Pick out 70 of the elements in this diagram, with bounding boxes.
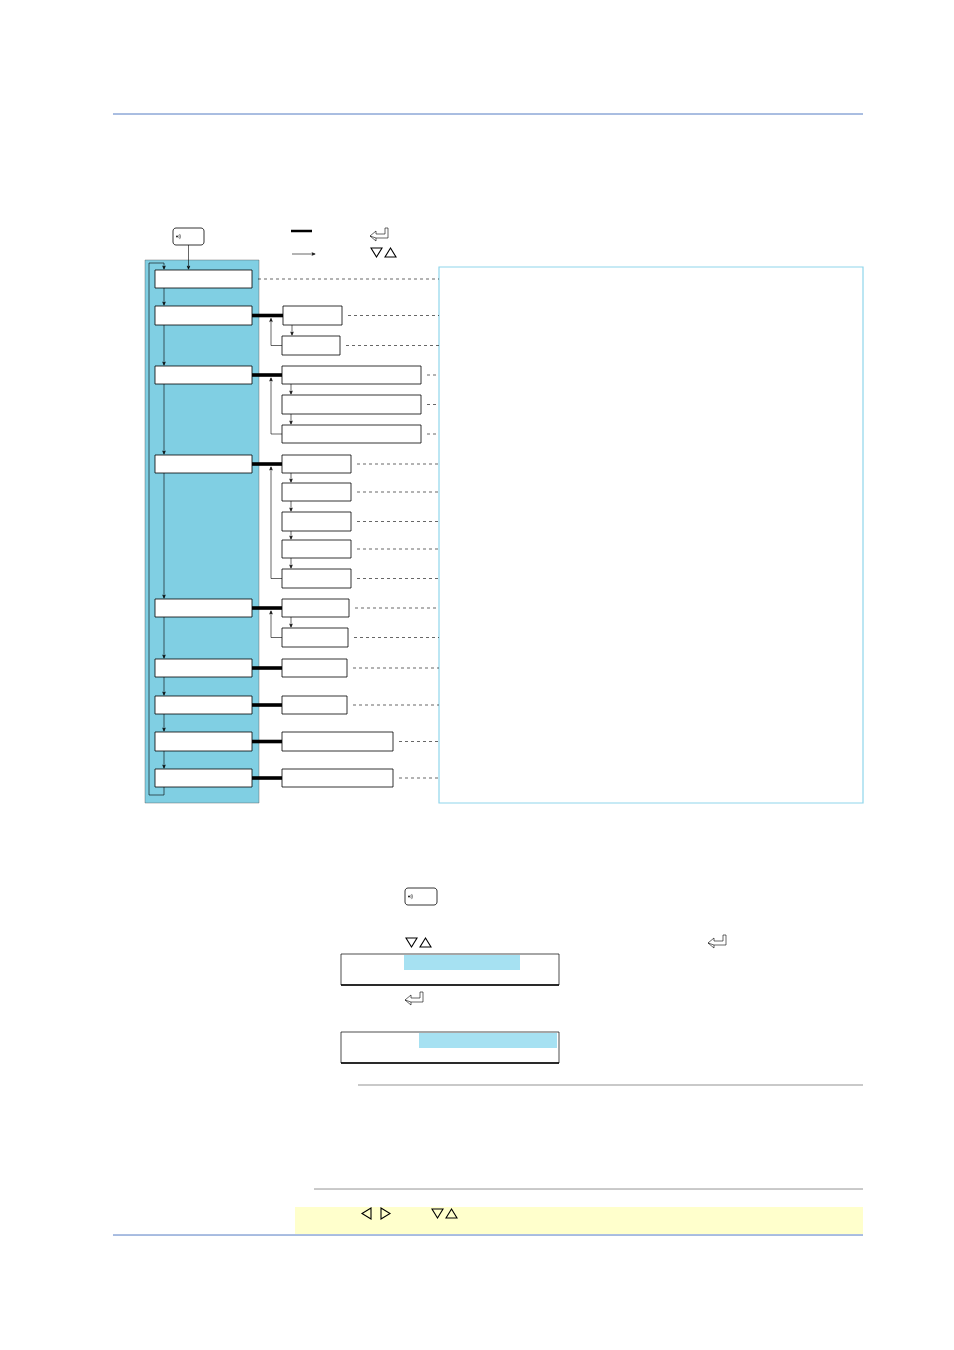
menu-box — [154, 269, 253, 289]
menu-box — [281, 598, 350, 618]
menu-box — [281, 394, 422, 415]
menu-box — [281, 695, 348, 715]
menu-box — [154, 598, 253, 618]
menu-box — [154, 731, 253, 752]
return-arrow — [269, 318, 283, 346]
menu-box — [281, 511, 352, 532]
menu-box — [281, 768, 394, 788]
menu-box — [154, 768, 253, 788]
arrow — [289, 616, 293, 628]
arrow — [162, 676, 166, 696]
menu-box — [281, 335, 341, 356]
arrow — [162, 713, 166, 732]
menu-box — [154, 454, 253, 474]
arrow — [162, 324, 166, 366]
arrow — [289, 530, 293, 540]
connector-line — [252, 666, 282, 670]
return-arrow — [269, 466, 283, 579]
leader-line — [353, 637, 440, 638]
arrow — [289, 413, 293, 425]
leader-line — [356, 521, 440, 522]
arrow — [162, 616, 166, 659]
connector-line — [252, 776, 282, 780]
connector-line — [252, 739, 282, 744]
loop-arrow — [148, 262, 166, 796]
arrow — [162, 472, 166, 599]
menu-box — [281, 454, 352, 474]
leader-line — [398, 777, 440, 779]
arrow — [162, 383, 166, 455]
connector-line — [252, 373, 282, 377]
arrow — [186, 244, 191, 270]
leader-line — [345, 345, 440, 346]
key-button — [172, 227, 205, 246]
connector-line — [252, 313, 283, 318]
arrow — [289, 500, 293, 512]
arrow — [289, 383, 293, 395]
leader-line — [356, 548, 440, 550]
menu-box — [281, 731, 394, 752]
leader-line — [352, 704, 440, 706]
description-panel — [438, 266, 864, 804]
menu-box — [281, 365, 422, 385]
menu-box — [281, 424, 422, 444]
menu-box — [281, 627, 349, 648]
arrow — [290, 324, 294, 336]
menu-box — [281, 539, 352, 559]
leader-line — [352, 667, 440, 669]
leader-line — [356, 491, 440, 493]
menu-box — [154, 658, 253, 678]
leader-line — [398, 741, 440, 742]
return-arrow — [269, 610, 283, 638]
arrow — [162, 750, 166, 769]
return-arrow — [269, 377, 283, 435]
menu-box — [282, 305, 343, 326]
connector-line — [252, 703, 282, 707]
menu-box — [154, 305, 253, 326]
leader-line — [356, 463, 440, 465]
menu-box — [154, 365, 253, 385]
leader-line — [347, 315, 440, 316]
arrow — [289, 557, 293, 569]
arrow — [162, 287, 166, 306]
connector-line — [252, 462, 282, 466]
leader-line — [356, 578, 440, 579]
menu-box — [154, 695, 253, 715]
menu-box — [281, 658, 348, 678]
menu-box — [281, 482, 352, 502]
leader-line — [257, 278, 440, 280]
arrow — [289, 472, 293, 483]
menu-box — [281, 568, 352, 589]
connector-line — [252, 606, 282, 610]
